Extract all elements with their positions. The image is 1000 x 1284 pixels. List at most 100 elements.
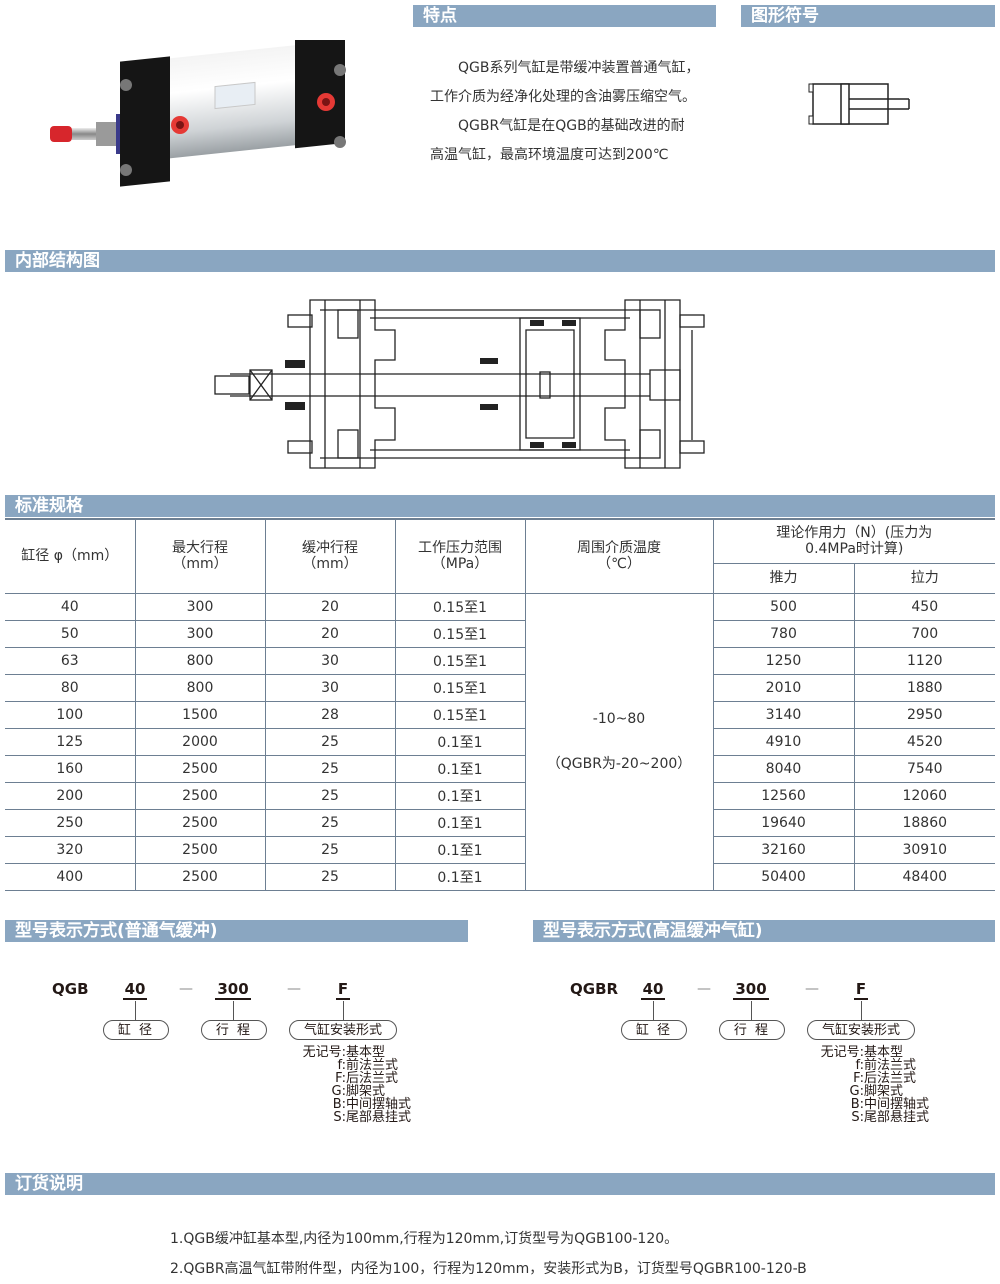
option-key: F: (335, 1071, 346, 1086)
mount-option: F:后法兰式 (290, 1072, 411, 1085)
feature-line-1: QGB系列气缸是带缓冲装置普通气缸， (458, 60, 700, 76)
model-dash-1: — (179, 981, 193, 997)
model-prefix: QGBR (570, 980, 619, 998)
cell-pressure: 0.1至1 (394, 781, 526, 810)
mount-option: B:中间摆轴式 (290, 1098, 411, 1111)
option-key: G: (331, 1084, 346, 1099)
mount-option: 无记号:基本型 (290, 1046, 411, 1059)
option-value: 基本型 (864, 1045, 904, 1060)
cell-bore: 200 (5, 781, 136, 810)
cell-pressure: 0.1至1 (394, 835, 526, 864)
cell-cushion: 25 (264, 754, 396, 783)
cell-bore: 160 (5, 754, 136, 783)
option-value: 前法兰式 (864, 1058, 917, 1073)
mount-option: G:脚架式 (808, 1085, 929, 1098)
cell-pull: 48400 (853, 862, 996, 891)
model-mount: F (853, 980, 869, 1000)
model-bore: 40 (122, 980, 148, 1000)
cell-cushion: 30 (264, 646, 396, 675)
cell-pull: 18860 (853, 808, 996, 837)
cell-push: 780 (712, 619, 855, 648)
bore-label: 缸 径 (103, 1020, 169, 1040)
cell-stroke: 1500 (134, 700, 266, 729)
cell-bore: 40 (5, 592, 136, 621)
cell-pull: 7540 (853, 754, 996, 783)
feature-line-3: QGBR气缸是在QGB的基础改进的耐 (458, 118, 685, 134)
option-value: 脚架式 (346, 1084, 386, 1099)
feature-line-2: 工作介质为经净化处理的含油雾压缩空气。 (430, 89, 696, 105)
cell-pressure: 0.15至1 (394, 619, 526, 648)
cell-pull: 4520 (853, 727, 996, 756)
cell-push: 4910 (712, 727, 855, 756)
symbol-header: 图形符号 (741, 5, 995, 27)
mount-option: f:前法兰式 (808, 1059, 929, 1072)
stroke-label: 行 程 (201, 1020, 267, 1040)
model-stroke-wrap: 300 (203, 980, 263, 1000)
option-value: 基本型 (346, 1045, 386, 1060)
option-value: 后法兰式 (346, 1071, 399, 1086)
model-hightemp-header: 型号表示方式(高温缓冲气缸) (533, 920, 995, 942)
cell-push: 32160 (712, 835, 855, 864)
cell-cushion: 30 (264, 673, 396, 702)
col-header-stroke: 最大行程（mm） (134, 518, 266, 594)
option-key: G: (849, 1084, 864, 1099)
connector-line (751, 1001, 752, 1020)
cell-push: 50400 (712, 862, 855, 891)
internal-structure-diagram (214, 299, 705, 469)
col-header-force: 理论作用力（N）(压力为0.4MPa时计算) (712, 518, 996, 564)
option-value: 脚架式 (864, 1084, 904, 1099)
cell-pressure: 0.1至1 (394, 727, 526, 756)
cell-bore: 125 (5, 727, 136, 756)
option-key: B: (850, 1097, 864, 1112)
cell-pull: 12060 (853, 781, 996, 810)
cell-pull: 1880 (853, 673, 996, 702)
cell-pressure: 0.15至1 (394, 673, 526, 702)
mount-option: 无记号:基本型 (808, 1046, 929, 1059)
option-key: F: (853, 1071, 864, 1086)
cell-stroke: 800 (134, 673, 266, 702)
cell-stroke: 2500 (134, 835, 266, 864)
cell-push: 1250 (712, 646, 855, 675)
option-value: 后法兰式 (864, 1071, 917, 1086)
cell-stroke: 2500 (134, 862, 266, 891)
connector-line (343, 1001, 344, 1020)
structure-header: 内部结构图 (5, 250, 995, 272)
cell-pressure: 0.15至1 (394, 646, 526, 675)
cell-pull: 1120 (853, 646, 996, 675)
model-stroke: 300 (733, 980, 769, 1000)
cell-bore: 320 (5, 835, 136, 864)
cell-bore: 50 (5, 619, 136, 648)
cell-bore: 63 (5, 646, 136, 675)
cell-pull: 2950 (853, 700, 996, 729)
col-header-cushion: 缓冲行程（mm） (264, 518, 396, 594)
mount-option: S:尾部悬挂式 (808, 1111, 929, 1124)
order-line-1: 1.QGB缓冲缸基本型,内径为100mm,行程为120mm,订货型号为QGB10… (170, 1231, 679, 1247)
temp-value: -10~80 (592, 710, 646, 727)
cell-stroke: 2500 (134, 754, 266, 783)
cell-pull: 30910 (853, 835, 996, 864)
cell-stroke: 2500 (134, 808, 266, 837)
stroke-label: 行 程 (719, 1020, 785, 1040)
cell-cushion: 20 (264, 619, 396, 648)
mount-option: G:脚架式 (290, 1085, 411, 1098)
cell-stroke: 800 (134, 646, 266, 675)
spec-table: 缸径 φ（mm） 最大行程（mm） 缓冲行程（mm） 工作压力范围（MPa） 周… (5, 518, 996, 891)
connector-line (233, 1001, 234, 1020)
features-header: 特点 (413, 5, 716, 27)
connector-line (135, 1001, 136, 1020)
option-value: 前法兰式 (346, 1058, 399, 1073)
cell-push: 12560 (712, 781, 855, 810)
mount-option: S:尾部悬挂式 (290, 1111, 411, 1124)
mount-option: B:中间摆轴式 (808, 1098, 929, 1111)
temp-note: （QGBR为-20~200） (546, 755, 692, 772)
model-bore-wrap: 40 (105, 980, 165, 1000)
feature-line-4: 高温气缸，最高环境温度可达到200℃ (430, 147, 669, 163)
cylinder-symbol (808, 83, 910, 125)
cell-cushion: 25 (264, 727, 396, 756)
